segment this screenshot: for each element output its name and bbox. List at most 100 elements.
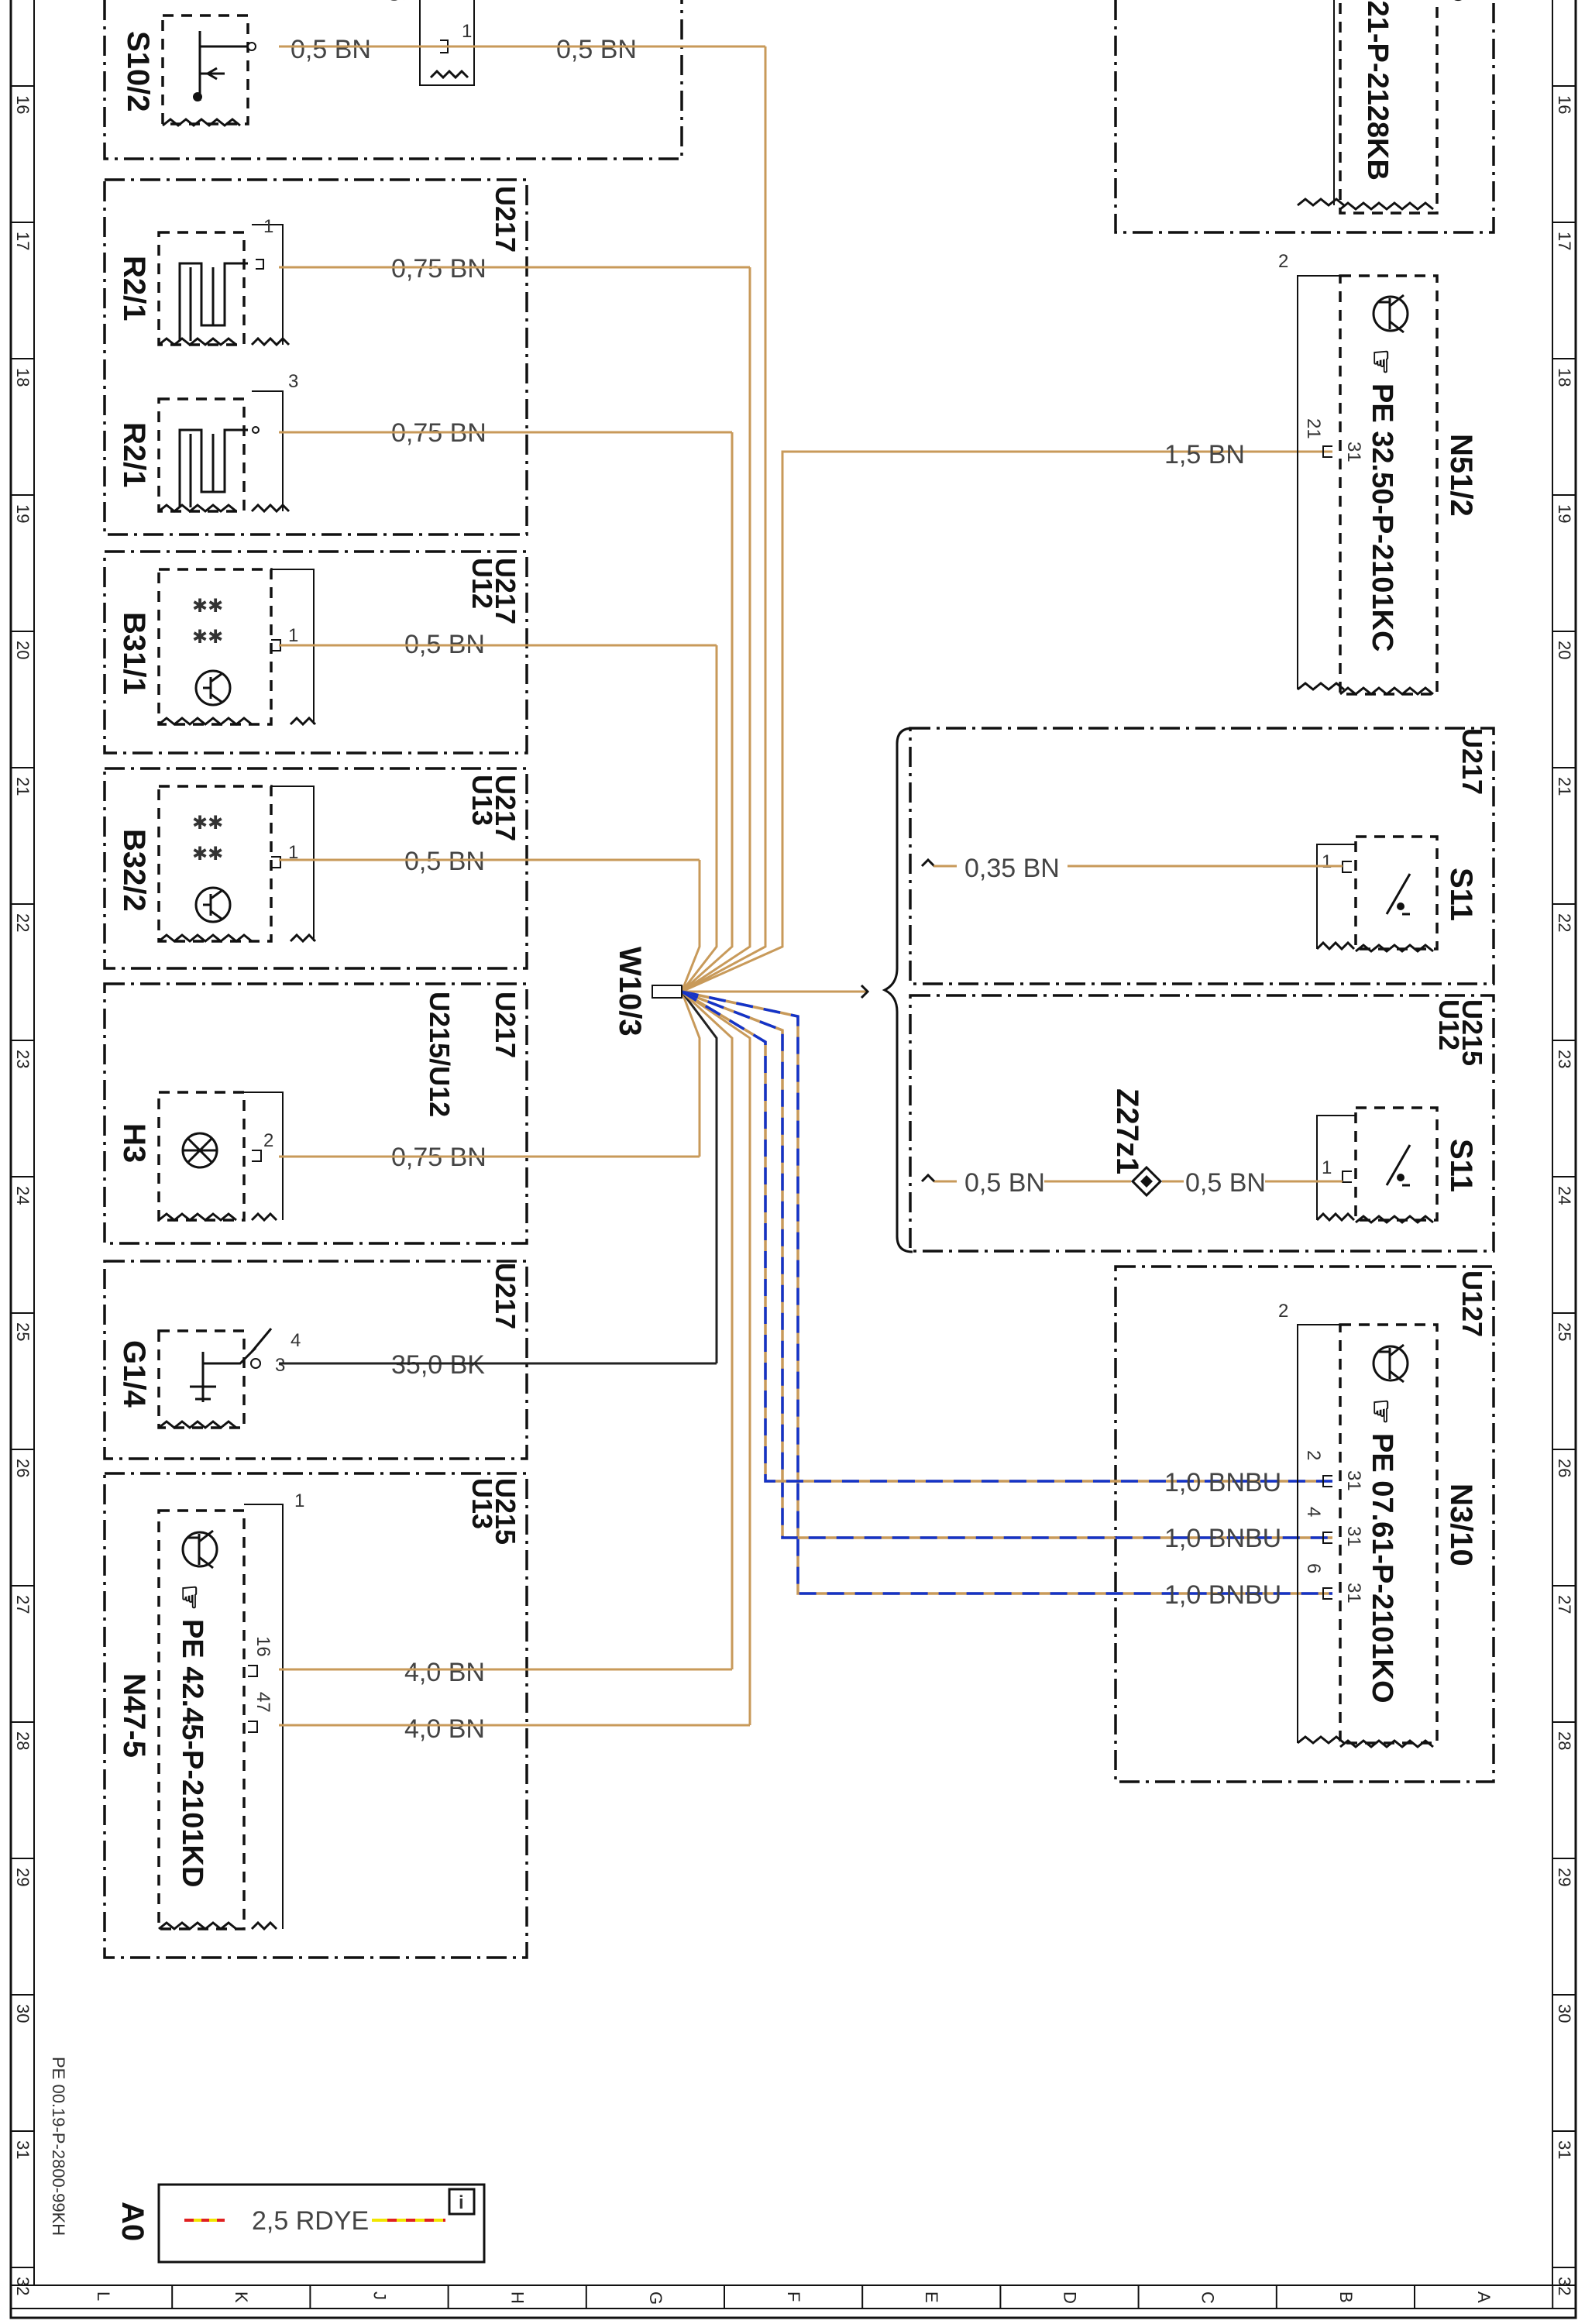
r2-1-a-pin: 1 bbox=[263, 216, 273, 237]
b32-2-pin: 1 bbox=[288, 842, 298, 863]
component-b31-1[interactable]: B31/1 ✱✱ ✱✱ 1 0,5 BN U217 U12 bbox=[117, 558, 521, 727]
row-number: 31 bbox=[13, 2140, 33, 2159]
b32-2-unit: U217 bbox=[490, 775, 521, 841]
row-number: 30 bbox=[13, 2004, 33, 2023]
r2-1-b-pin: 3 bbox=[288, 371, 298, 392]
row-number: 17 bbox=[1555, 232, 1574, 250]
row-number: 17 bbox=[13, 232, 33, 250]
row-number: 16 bbox=[13, 95, 33, 114]
top-right-ref: .21-P-2128KB bbox=[1361, 0, 1394, 180]
n47-5-wire-a: 4,0 BN bbox=[404, 1658, 485, 1687]
column-letter: L bbox=[94, 2291, 113, 2301]
s10-2-partial-label: 6 bbox=[380, 0, 414, 2]
row-number: 18 bbox=[13, 368, 33, 387]
n47-5-unit: U215 bbox=[490, 1478, 521, 1545]
row-number: 28 bbox=[1555, 1731, 1574, 1750]
s11-lower-unit: U215 bbox=[1456, 999, 1488, 1066]
row-number: 25 bbox=[1555, 1322, 1574, 1341]
b31-1-unit: U217 bbox=[490, 558, 521, 624]
component-s11-lower[interactable]: S11 1 0,5 BN Z27z1 0,5 BN U215 U12 bbox=[920, 999, 1488, 1224]
s11-upper-pin: 1 bbox=[1322, 851, 1332, 872]
n3-10-label: N3/10 bbox=[1444, 1483, 1478, 1566]
n3-10-pin-inner-0: 31 bbox=[1343, 1470, 1364, 1491]
component-n51-2[interactable]: ☞ PE 32.50-P-2101KC N51/2 2 21 31 1,5 BN bbox=[1164, 251, 1478, 696]
right-unit-boxes bbox=[882, 0, 1495, 1783]
row-number: 18 bbox=[1555, 368, 1574, 387]
row-number: 21 bbox=[1555, 777, 1574, 796]
legend-box: 2,5 RDYE i bbox=[157, 2183, 486, 2264]
s11-lower-wire-a: 0,5 BN bbox=[964, 1168, 1045, 1198]
h3-unit2: U215/U12 bbox=[424, 992, 456, 1117]
b31-1-label: B31/1 bbox=[117, 612, 151, 695]
n3-10-ref: PE 07.61-P-2101KO bbox=[1366, 1433, 1398, 1703]
s10-2-label: S10/2 bbox=[121, 31, 155, 112]
row-number: 28 bbox=[13, 1731, 33, 1750]
n47-5-pin-top: 1 bbox=[294, 1490, 304, 1511]
component-s10-2[interactable]: S10/2 0,5 BN 0,5 BN 1 6 bbox=[121, 0, 637, 127]
n3-10-pin-inner-1: 31 bbox=[1343, 1526, 1364, 1547]
row-number: 21 bbox=[13, 777, 33, 796]
column-letter: B bbox=[1336, 2291, 1356, 2303]
n51-2-pin-inner: 31 bbox=[1343, 442, 1364, 462]
component-h3[interactable]: H3 2 0,75 BN U217 U215/U12 bbox=[117, 992, 521, 1222]
b31-1-unit2: U12 bbox=[466, 558, 498, 609]
row-number: 32 bbox=[1555, 2277, 1574, 2295]
n3-10-wire-2: 1,0 BNBU bbox=[1164, 1580, 1281, 1610]
row-number: 23 bbox=[1555, 1050, 1574, 1068]
row-number: 16 bbox=[1555, 95, 1574, 114]
component-n3-10[interactable]: ☞ PE 07.61-P-2101KO N3/10 2 U127 2 31 1,… bbox=[1164, 1270, 1488, 1748]
row-number: 26 bbox=[13, 1459, 33, 1477]
column-letter: F bbox=[784, 2291, 803, 2302]
svg-text:✱✱: ✱✱ bbox=[192, 813, 223, 834]
g1-4-pin-a: 4 bbox=[291, 1330, 301, 1351]
b32-2-unit2: U13 bbox=[466, 775, 498, 826]
row-number: 19 bbox=[1555, 504, 1574, 523]
b32-2-label: B32/2 bbox=[117, 829, 151, 912]
h3-pin: 2 bbox=[263, 1130, 273, 1151]
r2-1-a-unit: U217 bbox=[490, 186, 521, 253]
n51-2-pin: 21 bbox=[1303, 418, 1324, 439]
component-top-right-partial[interactable]: .21-P-2128KB 5 bbox=[1297, 0, 1478, 215]
column-letter: J bbox=[370, 2291, 389, 2300]
component-n47-5[interactable]: ☞ PE 42.45-P-2101KD N47-5 1 16 47 4,0 BN… bbox=[117, 1478, 521, 1931]
n47-5-pe-icon: ☞ bbox=[173, 1584, 205, 1611]
component-b32-2[interactable]: B32/2 ✱✱ ✱✱ 1 0,5 BN U217 U13 bbox=[117, 775, 521, 944]
g1-4-label: G1/4 bbox=[117, 1340, 151, 1408]
n51-2-wire: 1,5 BN bbox=[1164, 440, 1245, 469]
doc-reference: PE 00.19-P-2800-99KH bbox=[49, 2057, 68, 2236]
component-r2-1-a[interactable]: R2/1 1 0,75 BN U217 bbox=[117, 186, 521, 347]
component-g1-4[interactable]: G1/4 4 3 35,0 BK U217 bbox=[117, 1263, 521, 1429]
row-number: 30 bbox=[1555, 2004, 1574, 2023]
h3-label: H3 bbox=[117, 1123, 151, 1163]
info-icon[interactable]: i bbox=[459, 2192, 464, 2213]
n51-2-pe-icon: ☞ bbox=[1364, 349, 1397, 375]
component-r2-1-b[interactable]: R2/1 3 0,75 BN bbox=[117, 371, 487, 514]
n3-10-pin-0: 2 bbox=[1303, 1450, 1324, 1460]
sheet-code: A0 bbox=[115, 2202, 150, 2241]
column-letter: A bbox=[1474, 2291, 1494, 2303]
s11-upper-label: S11 bbox=[1444, 868, 1478, 921]
s11-lower-label: S11 bbox=[1444, 1139, 1478, 1192]
row-number: 22 bbox=[13, 913, 33, 932]
n3-10-pe-icon: ☞ bbox=[1364, 1398, 1397, 1425]
r2-1-a-wire: 0,75 BN bbox=[391, 254, 487, 284]
g1-4-wire: 35,0 BK bbox=[391, 1350, 485, 1380]
r2-1-b-label: R2/1 bbox=[117, 422, 151, 488]
svg-text:✱✱: ✱✱ bbox=[192, 596, 223, 617]
s10-2-pin: 1 bbox=[462, 21, 472, 42]
n3-10-pin-1: 4 bbox=[1303, 1507, 1324, 1517]
column-letter: H bbox=[508, 2291, 528, 2304]
n3-10-wire-0: 1,0 BNBU bbox=[1164, 1468, 1281, 1497]
svg-text:✱✱: ✱✱ bbox=[192, 627, 223, 648]
g1-4-unit: U217 bbox=[490, 1263, 521, 1329]
r2-1-a-label: R2/1 bbox=[117, 256, 151, 321]
n3-10-pin-2: 6 bbox=[1303, 1563, 1324, 1573]
row-number: 31 bbox=[1555, 2140, 1574, 2159]
s11-lower-unit2: U12 bbox=[1433, 999, 1465, 1050]
n47-5-pin-a: 16 bbox=[253, 1636, 273, 1657]
b31-1-pin: 1 bbox=[288, 625, 298, 646]
component-s11-upper[interactable]: S11 1 0,35 BN U217 bbox=[920, 728, 1488, 953]
row-number: 20 bbox=[1555, 641, 1574, 659]
n3-10-pin-top: 2 bbox=[1278, 1301, 1288, 1322]
h3-unit: U217 bbox=[490, 992, 521, 1058]
